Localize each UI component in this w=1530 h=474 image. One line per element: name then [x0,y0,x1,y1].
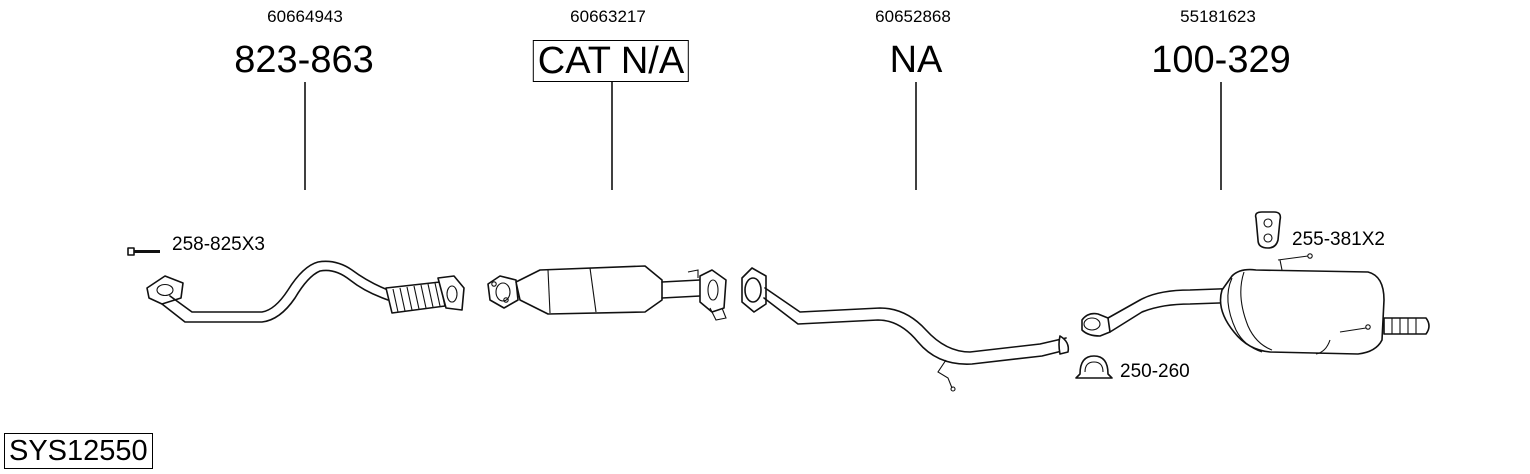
pipe-clamp-icon [1075,355,1113,379]
front-pipe-part[interactable] [146,260,465,323]
part-number-front-pipe[interactable]: 823-863 [234,39,374,81]
oe-number-front-pipe: 60664943 [267,7,343,26]
system-code: SYS12550 [4,433,153,469]
part-number-rear-silencer[interactable]: 100-329 [1151,39,1291,81]
part-number-catalyst[interactable]: CAT N/A [532,40,690,82]
oe-number-middle-pipe: 60652868 [875,7,951,26]
oe-number-catalyst: 60663217 [570,7,646,26]
rubber-hanger-icon [1254,211,1282,249]
catalytic-converter-part[interactable] [487,265,727,321]
accessory-label-pipe-clamp[interactable]: 250-260 [1120,361,1190,382]
accessory-label-rubber-hanger[interactable]: 255-381X2 [1292,229,1385,250]
oe-number-rear-silencer: 55181623 [1180,7,1256,26]
bolt-icon [127,247,160,256]
part-number-middle-pipe[interactable]: NA [889,39,943,81]
rear-silencer-part[interactable] [1081,253,1430,355]
accessory-label-bolt[interactable]: 258-825X3 [172,234,265,255]
middle-pipe-part[interactable] [741,267,1070,392]
